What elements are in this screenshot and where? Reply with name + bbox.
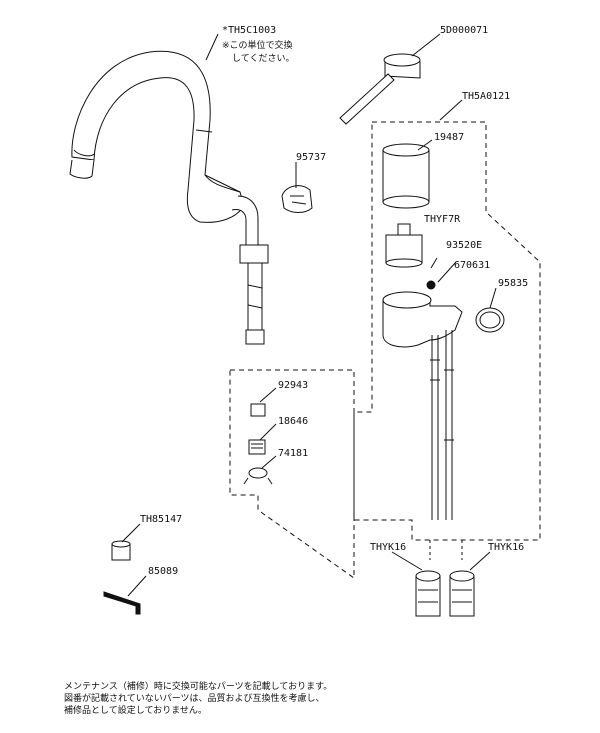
label-nut: 93520E (446, 240, 482, 251)
label-spout: *TH5C1003 (222, 25, 276, 36)
washer-part (248, 467, 268, 479)
spout-note-line1: ※この単位で交換 (222, 39, 293, 51)
label-oring: 95835 (498, 278, 528, 289)
handle-part (339, 53, 421, 125)
label-screw: 670631 (454, 260, 490, 271)
check-valve-left-part (415, 570, 441, 617)
label-strainer: 18646 (278, 416, 308, 427)
spout-note-line2: してください。 (232, 53, 294, 64)
label-check-valve-left: THYK16 (370, 542, 406, 553)
hex-key-part (103, 591, 141, 615)
set-group-outline (353, 121, 541, 541)
footer-note: メンテナンス（補修）時に交換可能なパーツを記載しております。 図番が記載されてい… (64, 681, 584, 717)
wrench-cap-part (111, 540, 131, 561)
label-set-group: TH5A0121 (462, 91, 510, 102)
label-hex-key: 85089 (148, 566, 178, 577)
label-wrench-cap: TH85147 (140, 514, 182, 525)
footer-line2: 図番が記載されていないパーツは、品質および互換性を考慮し、 (64, 694, 325, 704)
label-hose-clip: 95737 (296, 152, 326, 163)
label-cap: 19487 (434, 132, 464, 143)
screw-part (426, 280, 436, 290)
footer-line1: メンテナンス（補修）時に交換可能なパーツを記載しております。 (64, 682, 333, 692)
spout-assembly (69, 50, 269, 345)
label-cartridge: THYF7R (424, 214, 461, 225)
label-handle: 5D000071 (440, 25, 488, 36)
hose-clip-part (281, 185, 313, 213)
label-check-valve-right: THYK16 (488, 542, 524, 553)
faucet-body-part (382, 291, 463, 520)
cartridge-part (385, 223, 423, 268)
cap-part (382, 143, 430, 209)
hose-fittings-outline (229, 369, 355, 579)
footer-line3: 補修品として設定しておりません。 (64, 706, 207, 716)
adapter-part (250, 403, 266, 417)
check-valve-right-part (449, 570, 475, 617)
strainer-part (248, 439, 266, 455)
label-adapter: 92943 (278, 380, 308, 391)
label-washer: 74181 (278, 448, 308, 459)
